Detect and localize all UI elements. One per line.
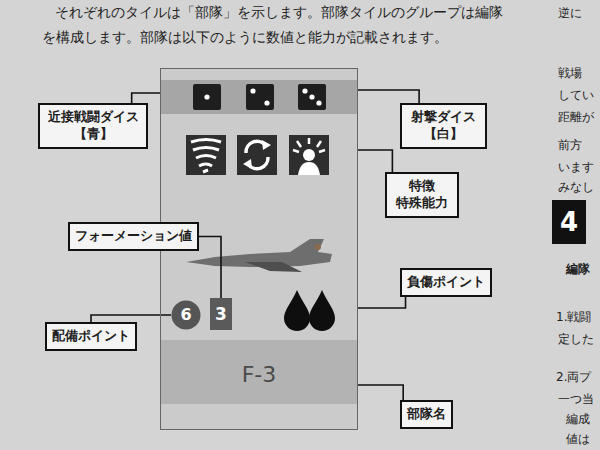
deploy-circle: 6: [171, 300, 201, 330]
leader-line: [358, 297, 406, 308]
die-pip: [309, 94, 314, 99]
margin-text: 逆に: [558, 6, 582, 20]
callout-box: 配備ポイント: [45, 322, 137, 351]
figure-head: [303, 149, 315, 161]
tornado-symbol: [191, 140, 221, 173]
wound-drop: [309, 290, 335, 331]
die-pip: [316, 100, 321, 105]
callout-box: 部隊名: [400, 400, 453, 429]
value-text: 3: [215, 306, 227, 323]
margin-text: 戦場: [558, 66, 582, 80]
ability-icon: [289, 135, 329, 175]
body-text: それぞれのタイルは「部隊」を示します。部隊タイルのグループは編隊: [55, 4, 503, 21]
callout-box: 負傷ポイント: [400, 268, 492, 297]
callout-box: フォーメーション値: [68, 222, 199, 251]
callout-text: 射撃ダイス 【白】: [407, 109, 480, 143]
callout-text: 特徴 特殊能力: [392, 178, 452, 212]
leader-line: [132, 93, 160, 103]
callout-text: 部隊名: [407, 406, 446, 423]
figure-body: [298, 162, 320, 175]
leader-line: [358, 385, 403, 400]
leader-line: [199, 236, 221, 298]
jet-marking: [315, 244, 321, 250]
die-symbol: [298, 84, 326, 110]
jet-wing: [245, 262, 302, 272]
margin-heading: 編隊: [566, 262, 590, 276]
cycle-arrowheads: [243, 140, 271, 169]
callout-box: 射撃ダイス 【白】: [400, 103, 487, 149]
die-symbol: [246, 84, 274, 110]
die-pip: [264, 100, 269, 105]
body-text: を構成します。部隊は以下のように数値と能力が記載されます。: [42, 29, 448, 46]
margin-text: います: [558, 160, 594, 174]
margin-text: 距離が: [558, 110, 594, 124]
dice-band: [161, 80, 357, 114]
ability-icon: [186, 135, 226, 175]
margin-text: 定した: [558, 332, 594, 346]
margin-text: 1.戦闘: [556, 310, 591, 324]
value-text: 4: [560, 209, 578, 235]
callout-box: 近接戦闘ダイス 【青】: [38, 103, 148, 149]
die-pip: [204, 94, 209, 99]
leader-line: [358, 150, 392, 172]
margin-text: 編成: [566, 412, 590, 426]
margin-text: 2.両プ: [556, 370, 591, 384]
formation-square: 3: [210, 298, 232, 330]
die-pip: [302, 88, 307, 93]
wound-drop: [284, 290, 310, 331]
margin-text: 一つ当: [558, 392, 594, 406]
leader-line: [358, 90, 419, 103]
unit-name: F-3: [161, 362, 357, 388]
callout-box: 特徴 特殊能力: [385, 172, 459, 218]
margin-text: 値は: [566, 432, 590, 446]
leader-line: [91, 315, 171, 322]
margin-text: 前方: [558, 138, 582, 152]
margin-text: してい: [558, 88, 594, 102]
ability-icon: [237, 135, 277, 175]
circle-fill: [172, 301, 201, 330]
value-text: 6: [180, 307, 191, 323]
die-symbol: [193, 84, 221, 110]
callout-text: 負傷ポイント: [407, 274, 485, 291]
die-pip: [250, 88, 255, 93]
section-number-box: 4: [552, 200, 586, 244]
callout-text: 配備ポイント: [52, 328, 130, 345]
name-band: [161, 340, 357, 404]
callout-text: 近接戦闘ダイス 【青】: [45, 109, 141, 143]
margin-text: みなし: [558, 180, 594, 194]
callout-text: フォーメーション値: [75, 228, 192, 245]
